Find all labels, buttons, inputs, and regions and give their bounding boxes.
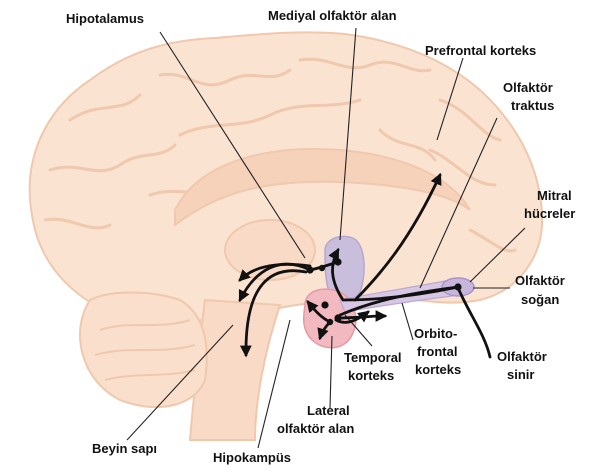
node-lateral-2 xyxy=(334,314,341,321)
label-olfaktor-traktus-1: Olfaktör xyxy=(503,80,553,95)
brain-illustration xyxy=(30,32,542,440)
node-lateral-3 xyxy=(327,319,333,325)
node-bulb xyxy=(454,283,461,290)
label-prefrontal-korteks: Prefrontal korteks xyxy=(425,43,536,58)
label-olfaktor-sogan-1: Olfaktör xyxy=(515,273,565,288)
label-temporal-korteks-1: Temporal xyxy=(344,350,402,365)
label-olfaktor-sinir-1: Olfaktör xyxy=(497,349,547,364)
node-lateral-1 xyxy=(321,301,328,308)
label-mediyal-olfaktor-alan: Mediyal olfaktör alan xyxy=(268,8,397,23)
label-orbitofrontal-1: Orbito- xyxy=(414,326,457,341)
label-orbitofrontal-3: korteks xyxy=(415,362,461,377)
label-hipotalamus: Hipotalamus xyxy=(66,11,144,26)
label-orbitofrontal-2: frontal xyxy=(417,344,457,359)
label-mitral-hucreler-2: hücreler xyxy=(524,206,575,221)
label-lateral-olfaktor-alan-1: Lateral xyxy=(307,403,350,418)
label-temporal-korteks-2: korteks xyxy=(348,368,394,383)
label-lateral-olfaktor-alan-2: olfaktör alan xyxy=(277,421,354,436)
label-olfaktor-sogan-2: soğan xyxy=(521,292,559,307)
node-medial xyxy=(334,258,341,265)
node-hypothalamus xyxy=(306,266,313,273)
label-olfaktor-sinir-2: sinir xyxy=(507,367,534,382)
leader-orbitofrontal xyxy=(402,303,413,340)
label-olfaktor-traktus-2: traktus xyxy=(511,98,554,113)
label-hipokampus: Hipokampüs xyxy=(213,450,291,465)
label-beyin-sapi: Beyin sapı xyxy=(92,441,157,456)
node-hypothalamus-2 xyxy=(319,265,325,271)
label-mitral-hucreler-1: Mitral xyxy=(537,188,572,203)
